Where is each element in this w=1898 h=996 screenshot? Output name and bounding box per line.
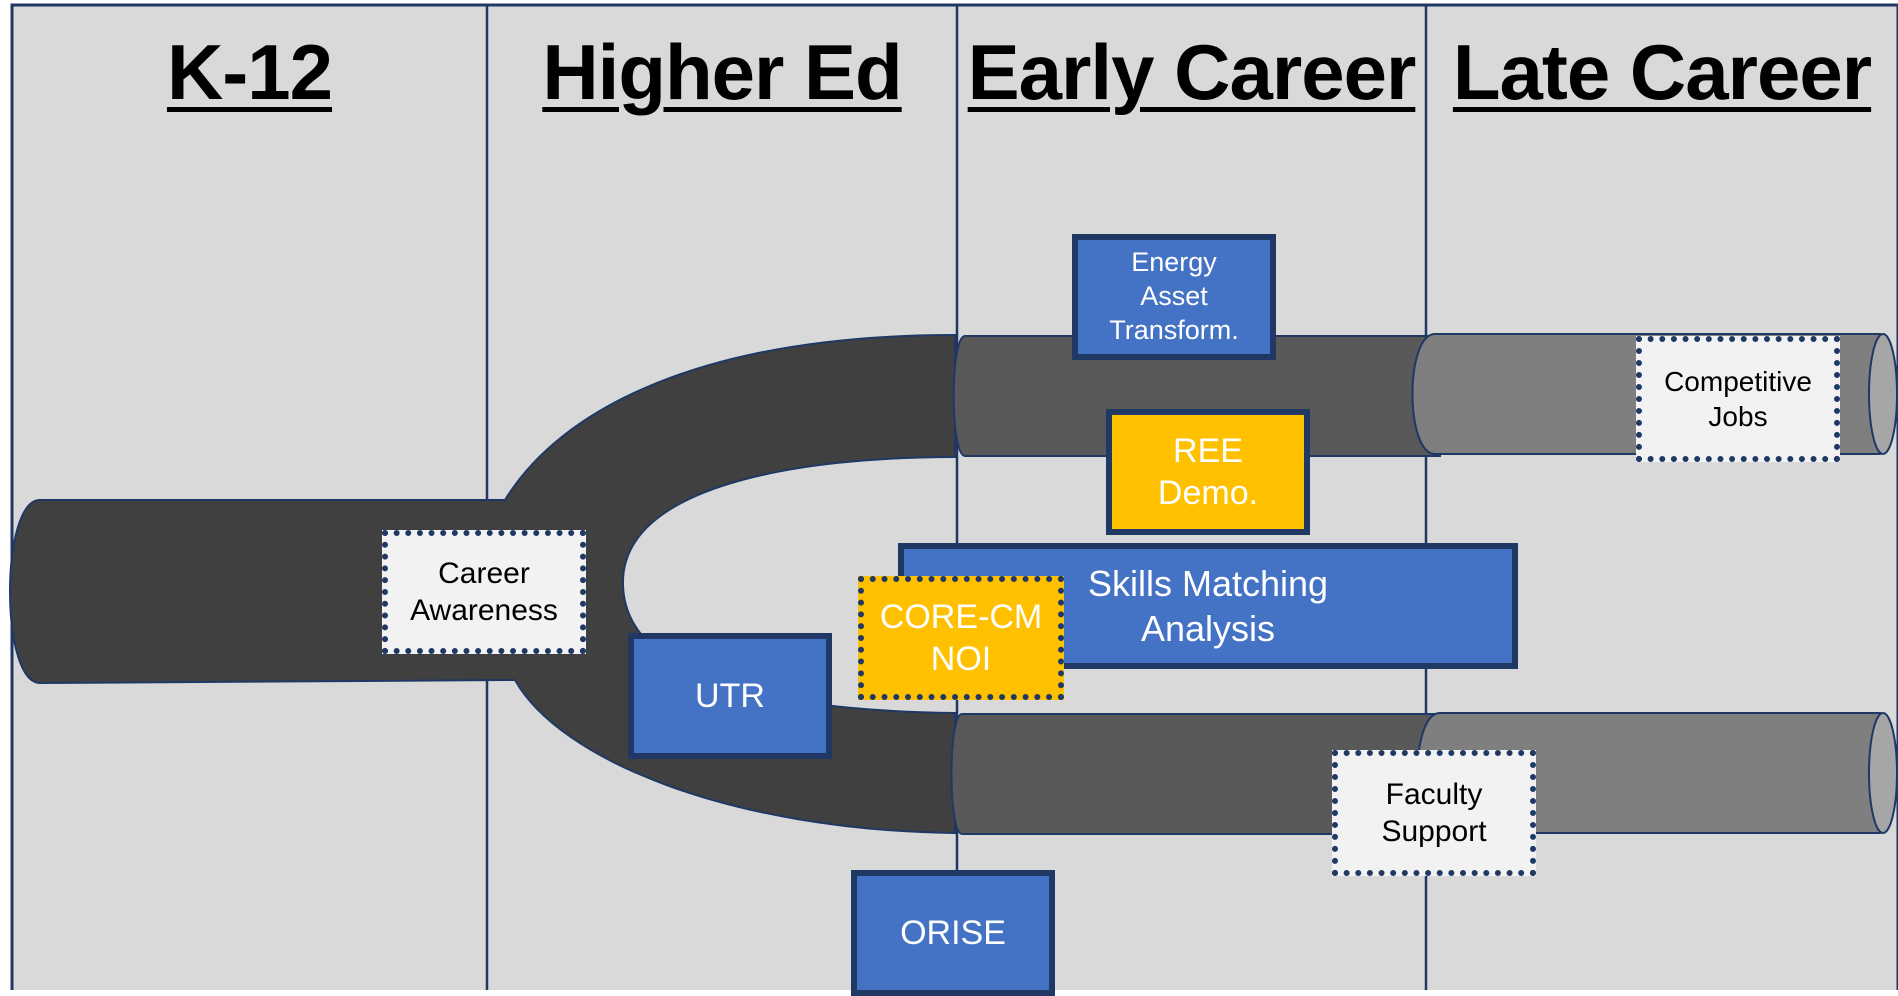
column-title-higher-ed: Higher Ed bbox=[542, 27, 902, 116]
column-title-k12: K-12 bbox=[166, 27, 333, 116]
program-label: Faculty Support bbox=[1381, 777, 1487, 849]
program-energy-asset-transform[interactable]: Energy Asset Transform. bbox=[1072, 234, 1276, 360]
program-utr[interactable]: UTR bbox=[628, 633, 832, 759]
program-label: UTR bbox=[695, 676, 765, 715]
program-label: REE Demo. bbox=[1157, 431, 1259, 513]
upper-pipe-end bbox=[1868, 333, 1898, 455]
column-title-early-career: Early Career bbox=[967, 27, 1417, 116]
program-label: Competitive Jobs bbox=[1664, 366, 1812, 432]
program-label: CORE-CM NOI bbox=[879, 597, 1043, 679]
program-label: Career Awareness bbox=[410, 556, 558, 628]
program-label: Energy Asset Transform. bbox=[1109, 247, 1239, 345]
program-label: Skills Matching Analysis bbox=[1087, 563, 1329, 649]
column-title-late-career: Late Career bbox=[1452, 27, 1872, 116]
program-ree-demo[interactable]: REE Demo. bbox=[1106, 409, 1310, 535]
program-competitive-jobs[interactable]: Competitive Jobs bbox=[1636, 336, 1840, 462]
diagram-background bbox=[10, 3, 1898, 990]
upper-pipe-early bbox=[952, 335, 1441, 457]
lower-pipe-early bbox=[950, 713, 1441, 835]
program-orise[interactable]: ORISE bbox=[851, 870, 1055, 996]
program-career-awareness[interactable]: Career Awareness bbox=[382, 530, 586, 654]
program-label: ORISE bbox=[900, 913, 1006, 952]
program-core-cm-noi[interactable]: CORE-CM NOI bbox=[858, 576, 1064, 700]
program-faculty-support[interactable]: Faculty Support bbox=[1332, 750, 1536, 876]
lower-pipe-end bbox=[1868, 712, 1898, 834]
